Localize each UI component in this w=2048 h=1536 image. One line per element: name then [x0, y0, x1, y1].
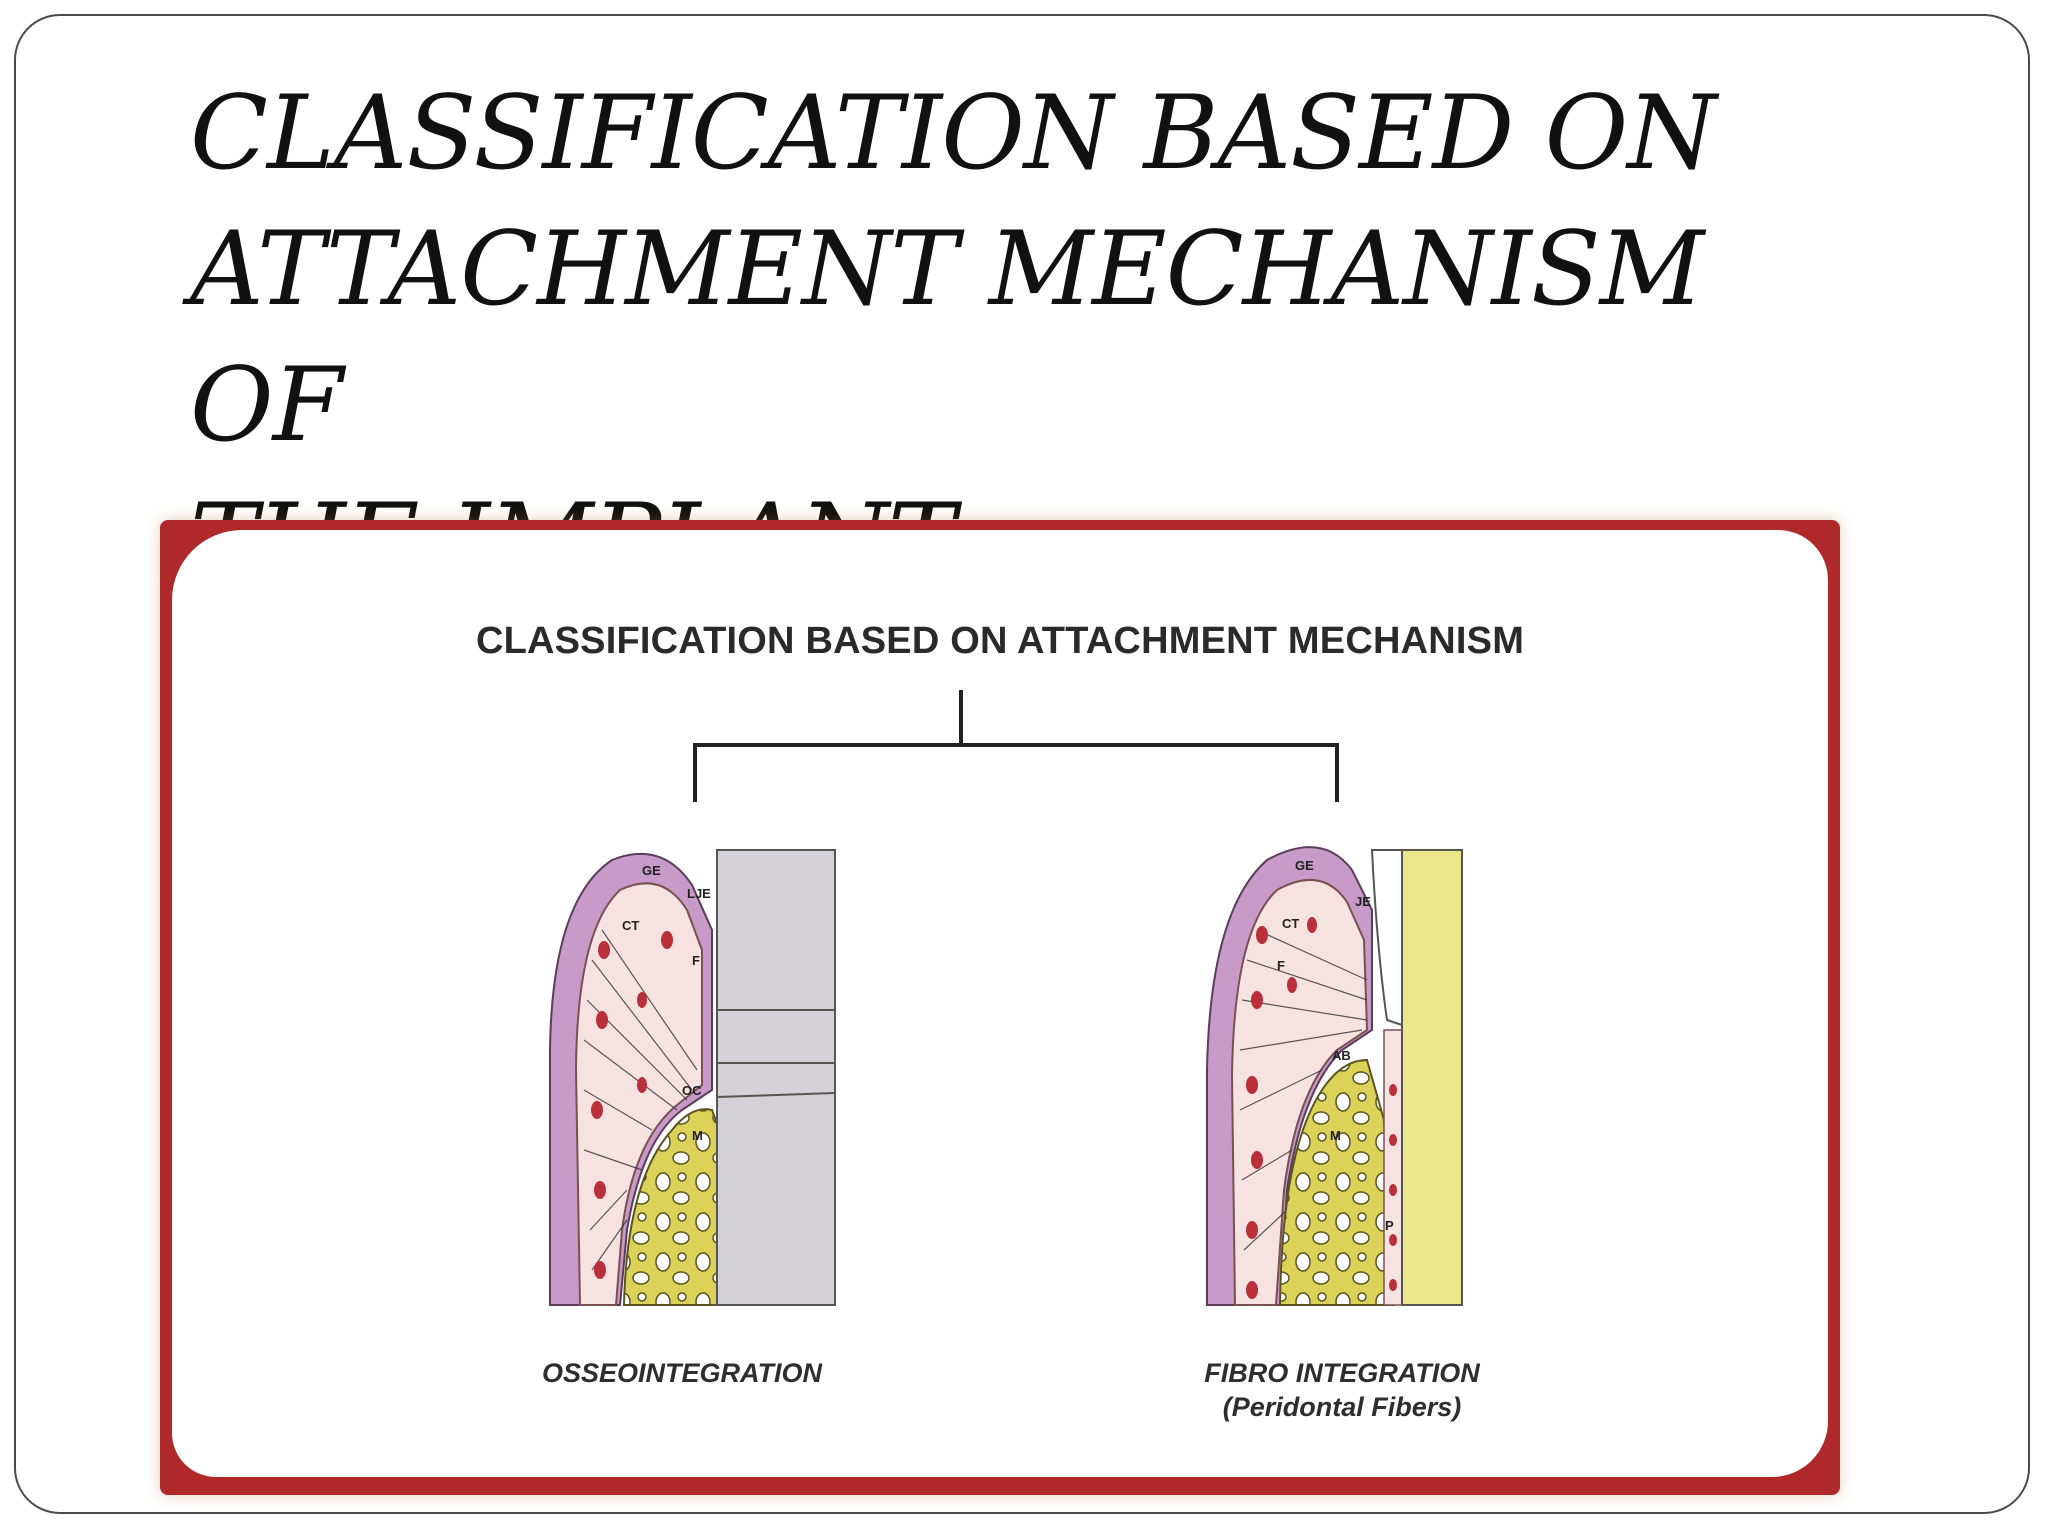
osseointegration-illustration: GE LJE CT F OC M	[549, 849, 836, 1306]
classification-diagram: GE LJE CT F OC M	[549, 690, 1463, 1306]
svg-text:CT: CT	[622, 918, 639, 933]
svg-text:LJE: LJE	[687, 886, 711, 901]
svg-text:JE: JE	[1355, 894, 1371, 909]
svg-text:F: F	[692, 953, 700, 968]
svg-text:GE: GE	[1295, 858, 1314, 873]
diagram-heading: CLASSIFICATION BASED ON ATTACHMENT MECHA…	[475, 620, 1525, 662]
svg-text:M: M	[692, 1128, 703, 1143]
svg-text:M: M	[1330, 1128, 1341, 1143]
svg-text:AB: AB	[1332, 1048, 1351, 1063]
osseointegration-label-text: OSSEOINTEGRATION	[541, 1358, 823, 1388]
fibro-integration-illustration: GE JE CT F AB M P	[1206, 846, 1463, 1306]
bracket-connector	[693, 690, 1339, 802]
fibro-integration-label: FIBRO INTEGRATION (Peridontal Fibers)	[1142, 1356, 1542, 1424]
fibro-integration-sublabel: (Peridontal Fibers)	[1222, 1392, 1462, 1422]
svg-text:GE: GE	[642, 863, 661, 878]
svg-text:P: P	[1385, 1218, 1394, 1233]
diagram-canvas: GE LJE CT F OC M	[172, 530, 1828, 1477]
svg-text:CT: CT	[1282, 916, 1299, 931]
svg-text:OC: OC	[682, 1083, 702, 1098]
osseointegration-label: OSSEOINTEGRATION	[502, 1356, 862, 1390]
fibro-integration-label-text: FIBRO INTEGRATION	[1204, 1358, 1480, 1388]
svg-text:F: F	[1277, 958, 1285, 973]
diagram-figure: GE LJE CT F OC M	[160, 520, 1840, 1495]
